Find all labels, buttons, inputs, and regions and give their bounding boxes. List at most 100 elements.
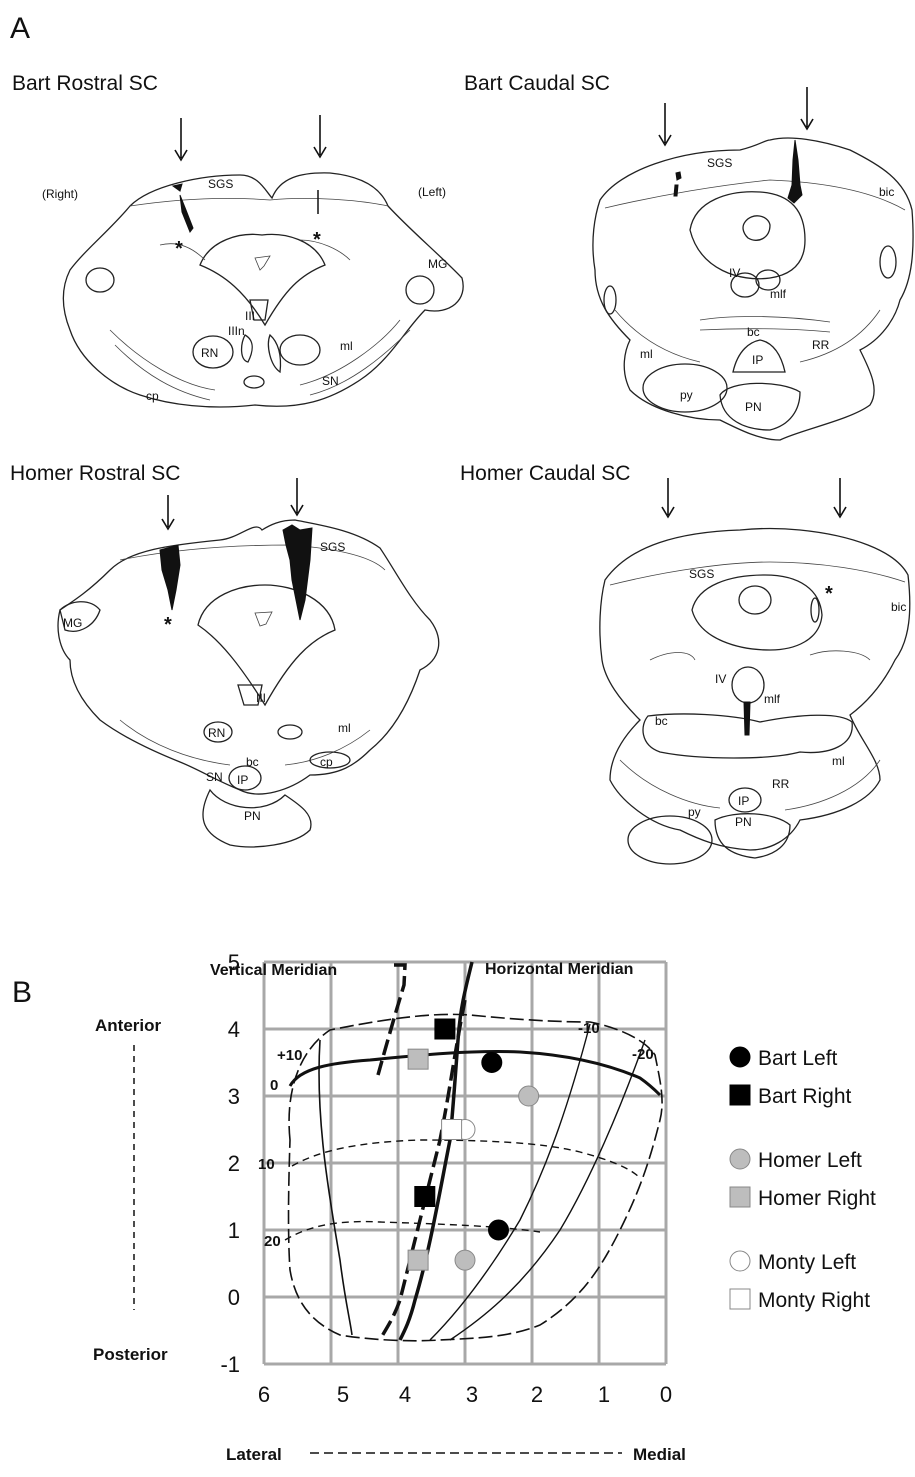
y-tick-label: 3 (228, 1084, 240, 1109)
legend-marker (730, 1085, 750, 1105)
isoline-plus10-label: +10 (277, 1047, 302, 1064)
label-pn: PN (244, 809, 261, 823)
central-gray (200, 234, 325, 325)
label-iii: III (245, 309, 255, 323)
isoline-minus10-label: -10 (578, 1020, 600, 1037)
aqueduct (255, 612, 272, 626)
aqueduct (743, 216, 770, 241)
anterior-label: Anterior (95, 1016, 162, 1035)
isoline-20-label: 20 (264, 1233, 281, 1250)
posterior-label: Posterior (93, 1345, 168, 1364)
y-tick-label: -1 (220, 1352, 240, 1377)
aqueduct (739, 586, 771, 614)
lesion-track-left (788, 140, 802, 203)
legend-marker (730, 1047, 750, 1067)
y-tick-label: 0 (228, 1285, 240, 1310)
label-ml: ml (832, 754, 845, 768)
label-ml: ml (340, 339, 353, 353)
star-marker-left: * (313, 229, 321, 251)
central-gray (198, 585, 335, 705)
label-ml: ml (640, 347, 653, 361)
horizontal-meridian-label: Horizontal Meridian (485, 961, 633, 978)
lesion-mark (676, 172, 681, 180)
y-tick-label: 4 (228, 1017, 240, 1042)
lesion-mark (173, 184, 182, 191)
iv-nucleus (732, 667, 764, 703)
label-iv: IV (715, 672, 726, 686)
square-data-point (415, 1187, 435, 1207)
label-sgs: SGS (208, 177, 233, 191)
label-sgs: SGS (320, 540, 345, 554)
label-left: (Left) (418, 185, 446, 199)
red-nucleus-left (280, 335, 320, 365)
label-rn: RN (208, 726, 225, 740)
legend-marker (730, 1149, 750, 1169)
circle-data-point (482, 1053, 502, 1073)
vertical-meridian-label: Vertical Meridian (210, 962, 337, 979)
section-title: Bart Rostral SC (12, 72, 158, 95)
label-rr: RR (772, 777, 790, 791)
isoline-10-label: 10 (258, 1156, 275, 1173)
legend-label: Bart Right (758, 1085, 852, 1108)
data-markers (408, 1019, 539, 1270)
red-nucleus-left (278, 725, 302, 739)
x-tick-label: 4 (399, 1382, 411, 1407)
isoline-minus20 (450, 1040, 645, 1340)
sgs-boundary (130, 198, 388, 206)
iiin-nerve-left (268, 335, 280, 372)
label-mlf: mlf (770, 287, 787, 301)
lesion-track-right (674, 185, 678, 196)
lesion-track-right (180, 195, 193, 232)
star-marker: * (164, 614, 172, 636)
section-title: Bart Caudal SC (464, 72, 610, 95)
section-homer-rostral: Homer Rostral SC SGS MG III RN ml bc SN … (10, 462, 439, 847)
x-tick-label: 6 (258, 1382, 270, 1407)
y-tick-label: 1 (228, 1218, 240, 1243)
legend-marker (730, 1251, 750, 1271)
y-tick-label: 2 (228, 1151, 240, 1176)
section-bart-caudal: Bart Caudal SC SGS bic IV mlf bc ml RR I… (464, 72, 913, 440)
label-ml: ml (338, 721, 351, 735)
arrow-right-hemisphere (662, 478, 674, 517)
label-bc: bc (246, 755, 259, 769)
y-tick-labels: 5 4 3 2 1 0 -1 (220, 950, 240, 1377)
lesion-track-left (283, 525, 312, 620)
central-gray (690, 192, 805, 279)
legend-label: Bart Left (758, 1047, 838, 1070)
label-cp: cp (146, 389, 159, 403)
section-title: Homer Rostral SC (10, 462, 180, 485)
label-ip: IP (237, 773, 248, 787)
legend-label: Monty Right (758, 1289, 870, 1312)
ip-nucleus (244, 376, 264, 388)
arrow-left-hemisphere (291, 478, 303, 515)
mg-nucleus-left (406, 276, 434, 304)
legend-label: Monty Left (758, 1251, 856, 1274)
lateral-nucleus (604, 286, 616, 314)
star-marker: * (825, 583, 833, 605)
lateral-nucleus (811, 598, 819, 622)
label-sn: SN (206, 770, 223, 784)
arrow-left-hemisphere (801, 87, 813, 129)
x-tick-label: 0 (660, 1382, 672, 1407)
iiin-nerve (242, 335, 253, 362)
x-tick-label: 2 (531, 1382, 543, 1407)
bc-fibers (700, 316, 830, 332)
isoline-0-label: 0 (270, 1077, 278, 1094)
bic-nucleus (880, 246, 896, 278)
label-sgs: SGS (689, 567, 714, 581)
pn-region (715, 814, 790, 858)
section-outline (63, 173, 463, 407)
label-py: py (688, 805, 701, 819)
sgs-boundary (610, 562, 905, 585)
x-tick-label: 5 (337, 1382, 349, 1407)
label-mlf: mlf (764, 692, 781, 706)
label-cp: cp (320, 755, 333, 769)
label-ip: IP (752, 353, 763, 367)
sc-map-contours (285, 962, 662, 1341)
section-bart-rostral: Bart Rostral SC SGS (Right) (Left) MG II… (12, 72, 463, 407)
isoline-0 (290, 1052, 660, 1095)
circle-data-point (489, 1220, 509, 1240)
py-tract (628, 816, 712, 864)
